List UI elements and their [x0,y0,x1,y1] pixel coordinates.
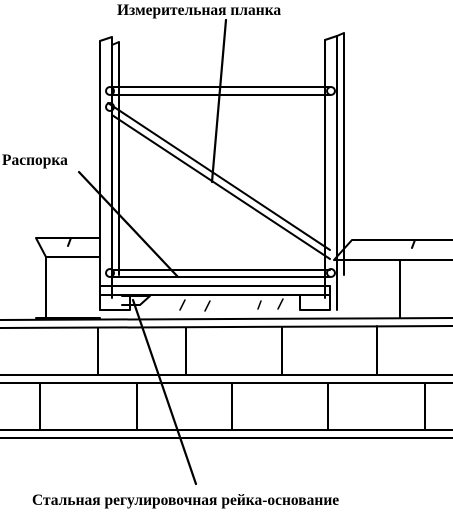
leader-line-left [77,170,180,279]
leader-line-bottom [131,298,198,486]
right-post [324,32,345,311]
spacer-label: Распорка [2,152,68,169]
bottom-rail [105,268,336,278]
leader-line-top [210,18,228,184]
measuring-strip-label: Измерительная планка [117,2,281,19]
diagonal-brace [105,102,331,260]
brick-wall [0,237,453,439]
steel-base-label: Стальная регулировочная рейка-основание [32,492,339,509]
